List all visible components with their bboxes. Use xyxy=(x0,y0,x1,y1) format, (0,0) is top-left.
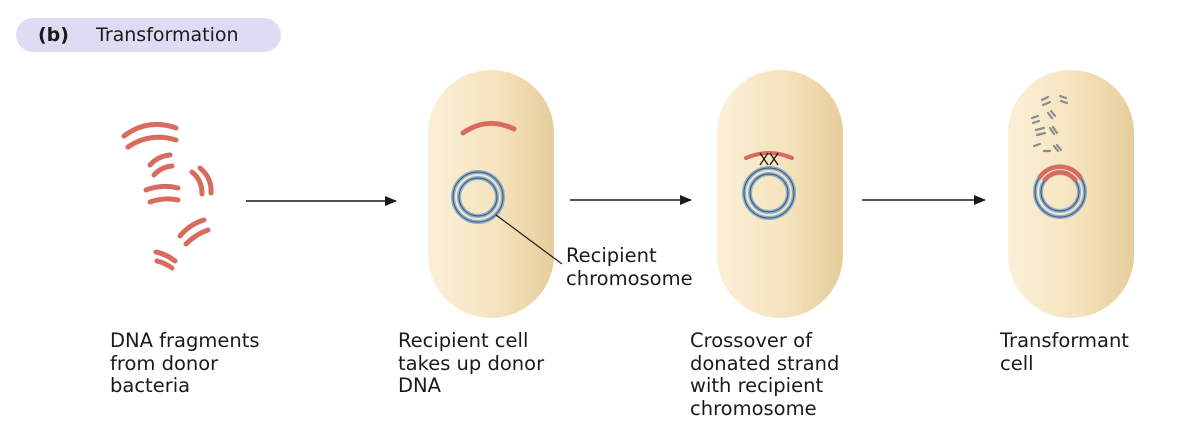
section-letter: (b) xyxy=(38,24,69,46)
step-3-caption: Crossover of donated strand with recipie… xyxy=(690,329,840,420)
step-2-caption: Recipient cell takes up donor DNA xyxy=(398,329,545,397)
transformant-cell xyxy=(1008,70,1134,318)
recipient-chromosome xyxy=(451,170,505,224)
recombinant-chromosome xyxy=(1033,164,1087,219)
taken-up-dna-fragment xyxy=(460,120,517,136)
crossover-cell xyxy=(717,70,843,318)
donor-dna-fragments xyxy=(121,121,214,271)
recipient-chromosome-label: Recipient chromosome xyxy=(566,244,693,290)
section-title: Transformation xyxy=(96,24,239,46)
step-1-caption: DNA fragments from donor bacteria xyxy=(110,329,260,397)
crossover-marks xyxy=(759,152,779,166)
callout-leader-line xyxy=(495,214,563,265)
step-4-caption: Transformant cell xyxy=(1000,329,1129,375)
donated-strand xyxy=(744,151,794,160)
section-header: (b) Transformation xyxy=(16,18,281,52)
degraded-dna-fragments xyxy=(1030,94,1069,153)
recipient-chromosome xyxy=(742,166,796,220)
recipient-cell xyxy=(428,70,563,318)
